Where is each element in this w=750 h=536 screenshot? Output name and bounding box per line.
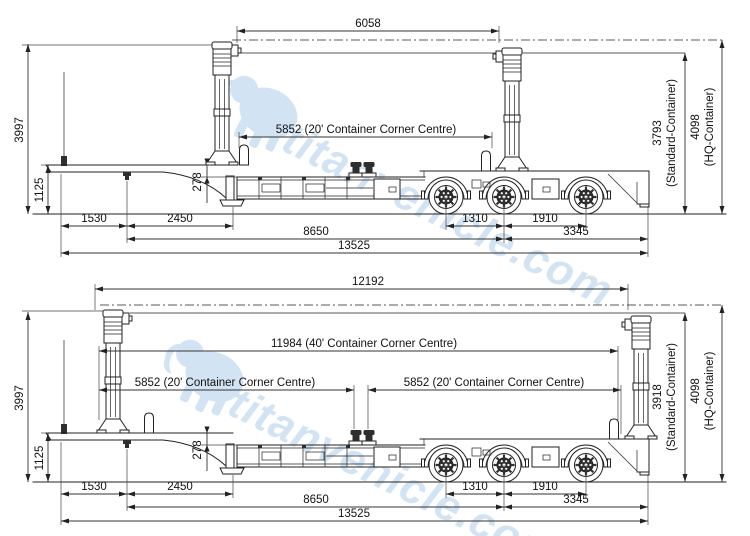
rear-lifting-mast [621,315,658,440]
dim-hq-height: 4098 [690,114,702,140]
rear-corner-guide [609,418,619,440]
view-20ft-drawing: titanvehicle.com 6058 5852 (20' Containe… [14,18,726,316]
dim-kingpin-landing: 2450 [167,213,193,225]
dim-front-overhang: 1530 [81,481,107,493]
dim-deck-height: 1125 [34,178,46,203]
dim-overall-height: 3997 [14,385,26,411]
dim-front-overhang: 1530 [81,213,107,225]
dim-axle-space-front: 1310 [462,213,488,225]
dim-std-height-20ft: 3793 [652,120,664,146]
dim-mast-span-20ft: 6058 [355,18,381,30]
dim-deck-height: 1125 [34,446,46,471]
dim-kingpin-axle: 8650 [303,226,329,238]
dim-overall-length: 13525 [338,240,370,252]
view-40ft-drawing: titanvehicle.com 12192 11984 (40' Contai… [14,276,726,536]
dim-overall-length: 13525 [338,508,370,520]
dim-std-note: (Standard-Container) [666,343,678,451]
dim-axle-space-rear: 1910 [532,213,558,225]
trailer-chassis-20ft [28,44,726,257]
dim-20ft-corner-centre-rear: 5852 (20' Container Corner Centre) [404,377,585,389]
dim-kingpin-axle: 8650 [303,494,329,506]
dim-std-height-40ft: 3918 [652,384,664,410]
dim-overall-height: 3997 [14,117,26,143]
rear-corner-guide [481,150,491,172]
dim-mast-span-40ft: 12192 [352,276,384,288]
dim-20ft-corner-centre: 5852 (20' Container Corner Centre) [276,124,457,136]
dim-40ft-corner-centre: 11984 (40' Container Corner Centre) [271,338,457,350]
dim-axle-rear-end: 3345 [563,226,589,238]
dim-hq-height: 4098 [690,378,702,404]
watermark-text: titanvehicle.com [275,114,621,316]
dim-gooseneck-drop: 278 [192,172,204,191]
dim-20ft-corner-centre-front: 5852 (20' Container Corner Centre) [135,377,316,389]
dim-hq-note: (HQ-Container) [704,352,716,431]
dim-axle-space-rear: 1910 [532,481,558,493]
front-corner-guide [239,144,249,166]
dim-axle-rear-end: 3345 [563,494,589,506]
dim-gooseneck-drop: 278 [192,440,204,459]
front-corner-guide [144,412,154,434]
dim-hq-note: (HQ-Container) [704,88,716,167]
dim-axle-space-front: 1310 [462,481,488,493]
dim-kingpin-landing: 2450 [167,481,193,493]
rear-lifting-mast [492,47,529,172]
front-lifting-mast [205,41,242,166]
front-lifting-mast [96,309,133,434]
dim-std-note: (Standard-Container) [666,79,678,187]
